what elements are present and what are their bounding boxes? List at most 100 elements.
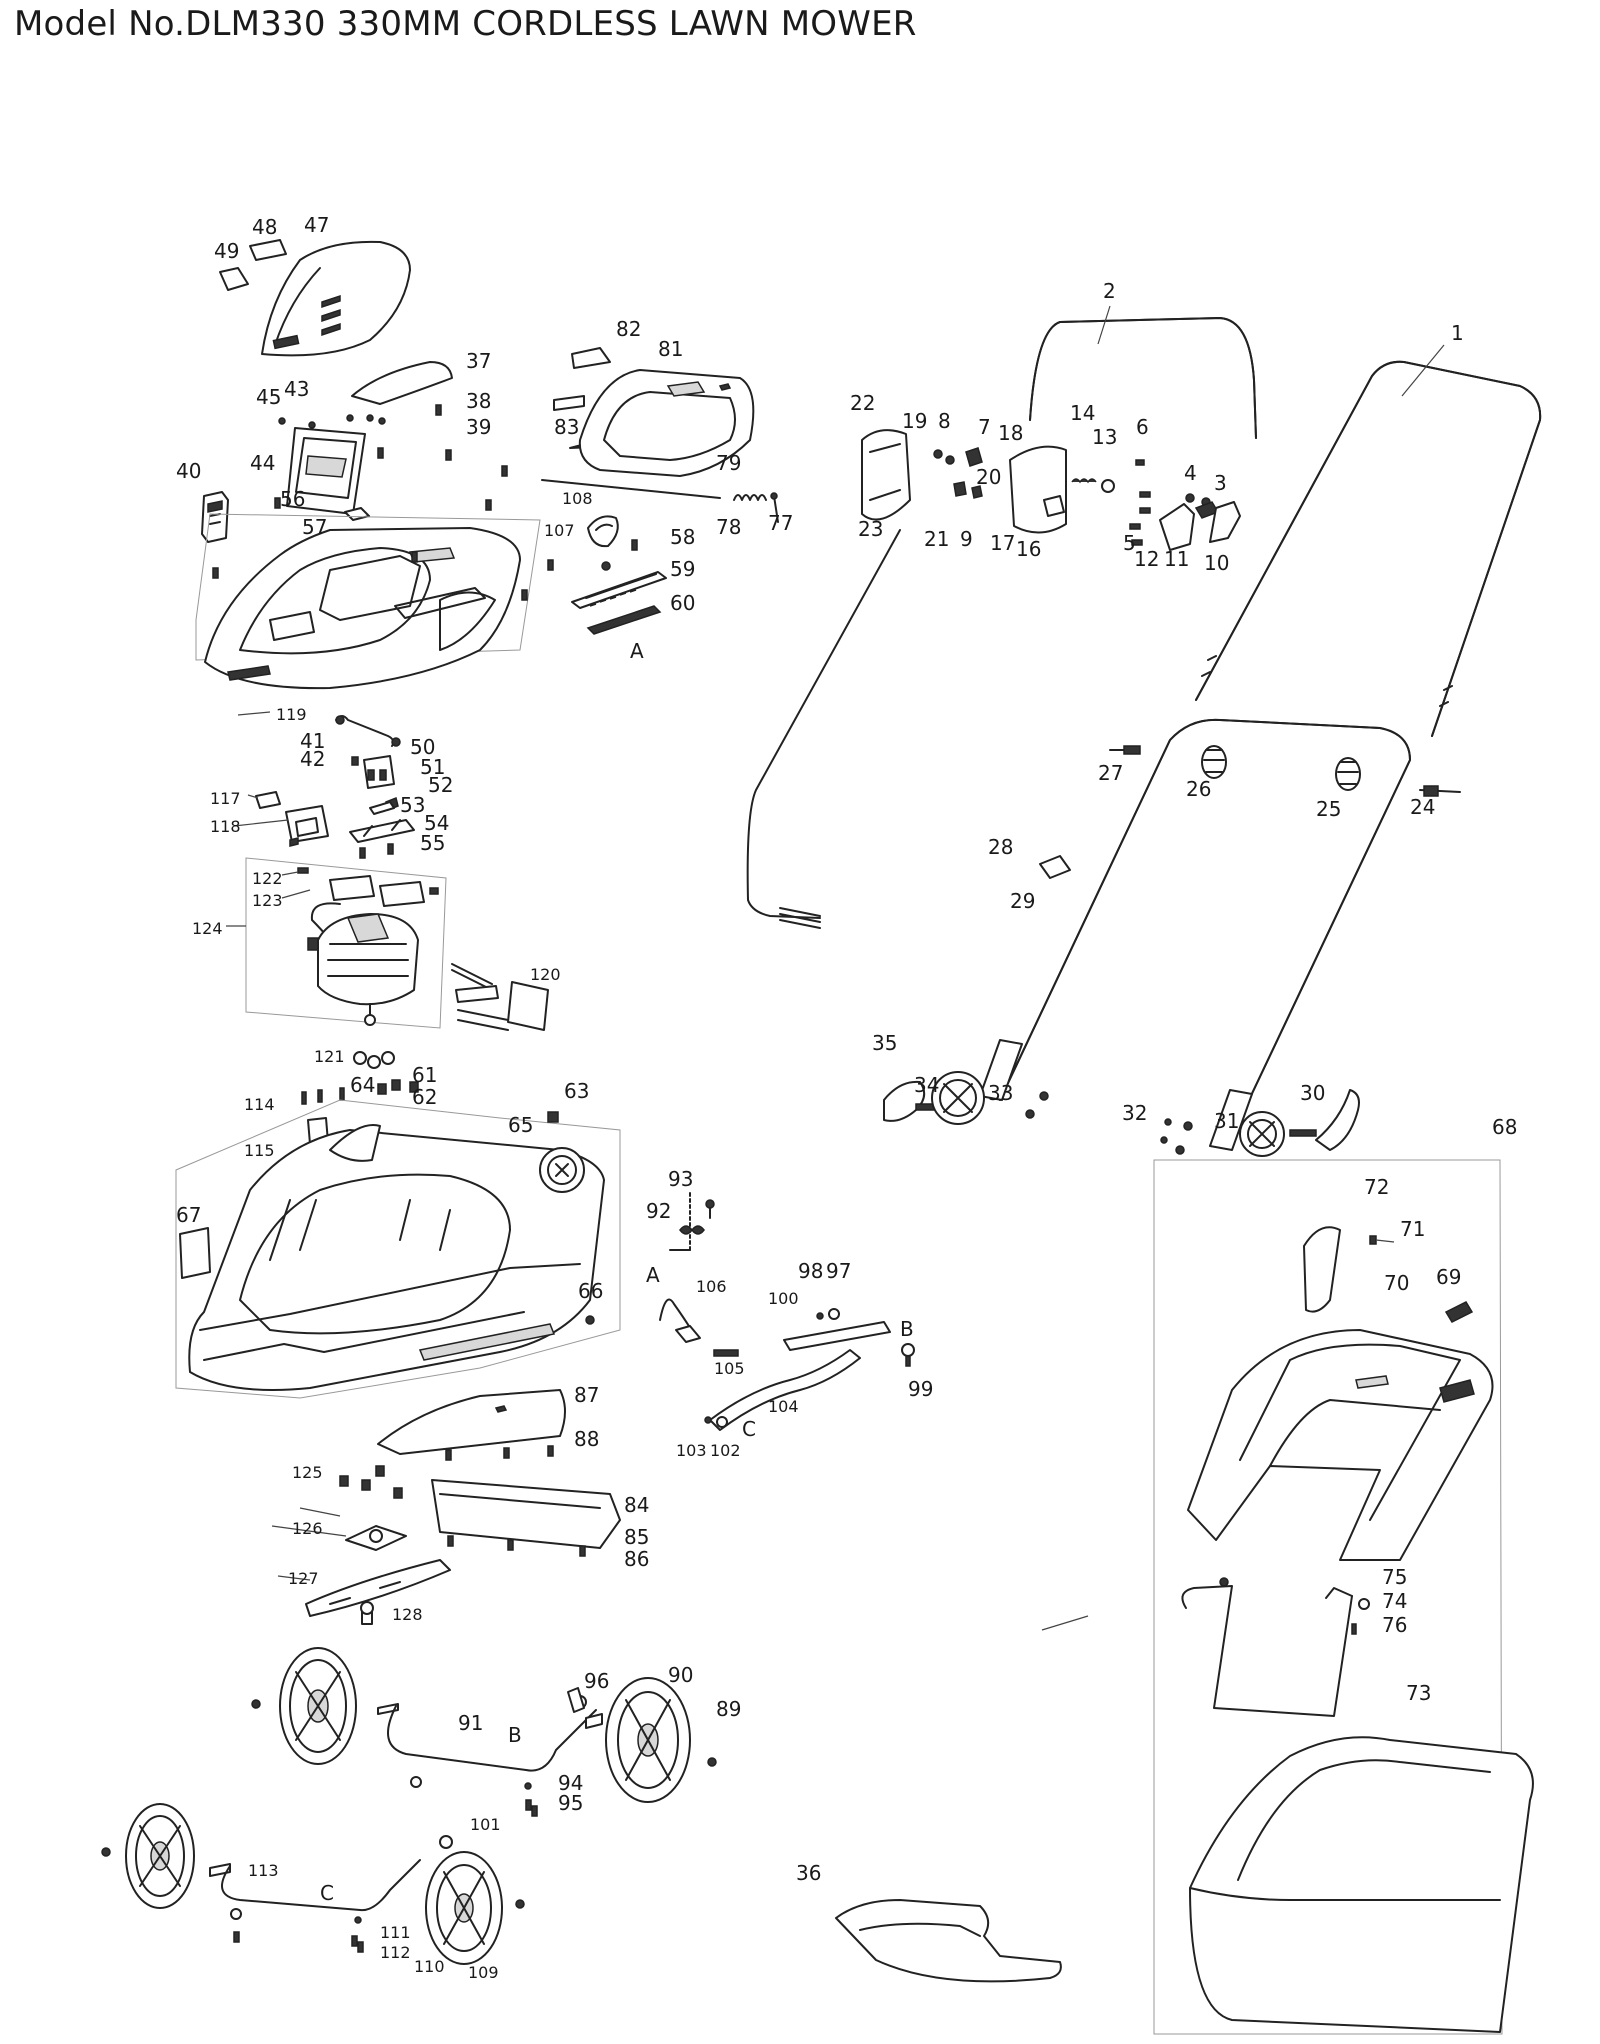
label-47: 47	[304, 213, 329, 237]
label-93: 93	[668, 1167, 693, 1191]
label-126: 126	[292, 1519, 323, 1538]
label-25: 25	[1316, 797, 1341, 821]
label-40: 40	[176, 459, 201, 483]
label-32: 32	[1122, 1101, 1147, 1125]
label-41: 41	[300, 729, 325, 753]
blade-assembly	[305, 1389, 621, 1625]
label-121: 121	[314, 1047, 345, 1066]
label-58: 58	[670, 525, 695, 549]
label-119: 119	[276, 705, 307, 724]
label-65: 65	[508, 1113, 533, 1137]
label-105: 105	[714, 1359, 745, 1378]
label-92: 92	[646, 1199, 671, 1223]
connector-a-top: A	[630, 639, 644, 663]
label-11: 11	[1164, 547, 1189, 571]
battery-part	[201, 491, 229, 543]
label-124: 124	[192, 919, 223, 938]
label-23: 23	[858, 517, 883, 541]
label-24: 24	[1410, 795, 1435, 819]
handle-control-assembly	[861, 317, 1257, 551]
label-107: 107	[544, 521, 575, 540]
label-79: 79	[716, 451, 741, 475]
label-59: 59	[670, 557, 695, 581]
label-123: 123	[252, 891, 283, 910]
label-111: 111	[380, 1923, 411, 1942]
label-20: 20	[976, 465, 1001, 489]
label-3: 3	[1214, 471, 1227, 495]
label-56: 56	[280, 487, 305, 511]
label-74: 74	[1382, 1589, 1407, 1613]
label-19: 19	[902, 409, 927, 433]
label-108: 108	[562, 489, 593, 508]
grass-deflector	[835, 1899, 1062, 1983]
label-35: 35	[872, 1031, 897, 1055]
label-83: 83	[554, 415, 579, 439]
label-4: 4	[1184, 461, 1197, 485]
label-34: 34	[914, 1073, 939, 1097]
label-69: 69	[1436, 1265, 1461, 1289]
label-122: 122	[252, 869, 283, 888]
label-13: 13	[1092, 425, 1117, 449]
label-118: 118	[210, 817, 241, 836]
label-113: 113	[248, 1861, 279, 1880]
label-96: 96	[584, 1669, 609, 1693]
label-21: 21	[924, 527, 949, 551]
label-18: 18	[998, 421, 1023, 445]
label-28: 28	[988, 835, 1013, 859]
label-16: 16	[1016, 537, 1041, 561]
label-38: 38	[466, 389, 491, 413]
label-55: 55	[420, 831, 445, 855]
motor-assembly	[245, 857, 549, 1031]
label-9: 9	[960, 527, 973, 551]
label-48: 48	[252, 215, 277, 239]
leader-lines	[226, 305, 1445, 1631]
label-76: 76	[1382, 1613, 1407, 1637]
label-90: 90	[668, 1663, 693, 1687]
label-94: 94	[558, 1771, 583, 1795]
label-7: 7	[978, 415, 991, 439]
main-housing	[195, 513, 554, 690]
label-37: 37	[466, 349, 491, 373]
connector-b-lever: B	[900, 1317, 914, 1341]
label-103: 103	[676, 1441, 707, 1460]
label-12: 12	[1134, 547, 1159, 571]
label-89: 89	[716, 1697, 741, 1721]
label-22: 22	[850, 391, 875, 415]
label-72: 72	[1364, 1175, 1389, 1199]
label-52: 52	[428, 773, 453, 797]
label-42: 42	[300, 747, 325, 771]
handle-cable	[746, 529, 901, 929]
label-77: 77	[768, 511, 793, 535]
label-31: 31	[1214, 1109, 1239, 1133]
height-adjust-subassembly	[571, 515, 667, 635]
label-117: 117	[210, 789, 241, 808]
label-101: 101	[470, 1815, 501, 1834]
label-78: 78	[716, 515, 741, 539]
label-36: 36	[796, 1861, 821, 1885]
label-109: 109	[468, 1963, 499, 1982]
label-128: 128	[392, 1605, 423, 1624]
label-120: 120	[530, 965, 561, 984]
small-fasteners-upper	[301, 1051, 419, 1167]
label-115: 115	[244, 1141, 275, 1160]
label-106: 106	[696, 1277, 727, 1296]
switch-assembly	[255, 715, 415, 859]
label-53: 53	[400, 793, 425, 817]
label-54: 54	[424, 811, 449, 835]
label-26: 26	[1186, 777, 1211, 801]
label-67: 67	[176, 1203, 201, 1227]
upper-handle	[1195, 360, 1542, 737]
part-labels: 1 2 3 4 5 6 7 8 9 10 11 12 13 14 16 17 1…	[176, 213, 1517, 1982]
label-85: 85	[624, 1525, 649, 1549]
label-61: 61	[412, 1063, 437, 1087]
label-87: 87	[574, 1383, 599, 1407]
label-30: 30	[1300, 1081, 1325, 1105]
label-127: 127	[288, 1569, 319, 1588]
label-5: 5	[1123, 531, 1136, 555]
label-125: 125	[292, 1463, 323, 1482]
diagram-title: Model No.DLM330 330MM CORDLESS LAWN MOWE…	[14, 4, 917, 44]
label-66: 66	[578, 1279, 603, 1303]
label-64: 64	[350, 1073, 375, 1097]
label-60: 60	[670, 591, 695, 615]
